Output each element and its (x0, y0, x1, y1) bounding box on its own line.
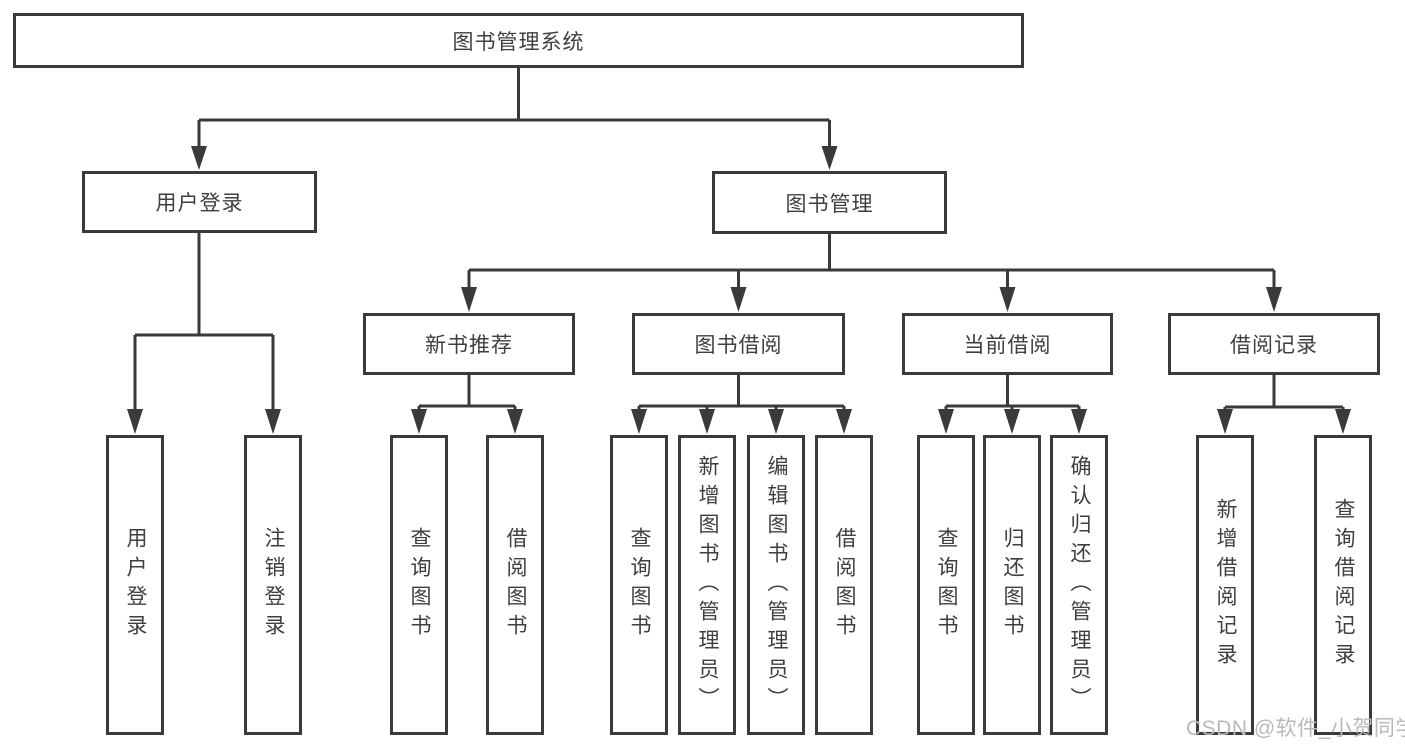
leaf-logout-label: 注销登录 (262, 527, 285, 643)
node-borrowing-records: 借阅记录 (1168, 313, 1380, 375)
leaf-query-books-borrowing-label: 查询图书 (628, 527, 651, 643)
node-current-borrowing: 当前借阅 (902, 313, 1113, 375)
leaf-borrow-books-borrowing: 借阅图书 (815, 435, 873, 735)
leaf-borrow-books-recommend-label: 借阅图书 (504, 527, 527, 643)
leaf-confirm-return-admin: 确认归还（管理员） (1050, 435, 1108, 735)
leaf-add-borrow-record-label: 新增借阅记录 (1214, 498, 1237, 672)
leaf-confirm-return-admin-label: 确认归还（管理员） (1068, 454, 1091, 716)
leaf-query-books-current-label: 查询图书 (935, 527, 958, 643)
leaf-edit-book-admin-label: 编辑图书（管理员） (765, 454, 788, 716)
node-new-book-recommendation: 新书推荐 (363, 313, 575, 375)
node-library-management-system: 图书管理系统 (13, 13, 1024, 68)
node-book-management: 图书管理 (712, 171, 947, 234)
leaf-edit-book-admin: 编辑图书（管理员） (747, 435, 805, 735)
leaf-query-books-recommend: 查询图书 (390, 435, 448, 735)
leaf-query-books-recommend-label: 查询图书 (408, 527, 431, 643)
node-user-login: 用户登录 (82, 171, 317, 233)
leaf-borrow-books-borrowing-label: 借阅图书 (833, 527, 856, 643)
leaf-add-book-admin: 新增图书（管理员） (678, 435, 736, 735)
node-book-borrowing: 图书借阅 (632, 313, 845, 375)
leaf-user-login-label: 用户登录 (124, 527, 147, 643)
leaf-query-books-current: 查询图书 (917, 435, 975, 735)
leaf-query-books-borrowing: 查询图书 (610, 435, 668, 735)
leaf-return-books: 归还图书 (983, 435, 1041, 735)
leaf-query-borrow-record: 查询借阅记录 (1314, 435, 1372, 735)
leaf-user-login: 用户登录 (106, 435, 164, 735)
leaf-borrow-books-recommend: 借阅图书 (486, 435, 544, 735)
leaf-query-borrow-record-label: 查询借阅记录 (1332, 498, 1355, 672)
leaf-add-borrow-record: 新增借阅记录 (1196, 435, 1254, 735)
leaf-add-book-admin-label: 新增图书（管理员） (696, 454, 719, 716)
leaf-logout: 注销登录 (244, 435, 302, 735)
csdn-watermark: CSDN @软件_小贺同学 (1186, 717, 1405, 740)
leaf-return-books-label: 归还图书 (1001, 527, 1024, 643)
